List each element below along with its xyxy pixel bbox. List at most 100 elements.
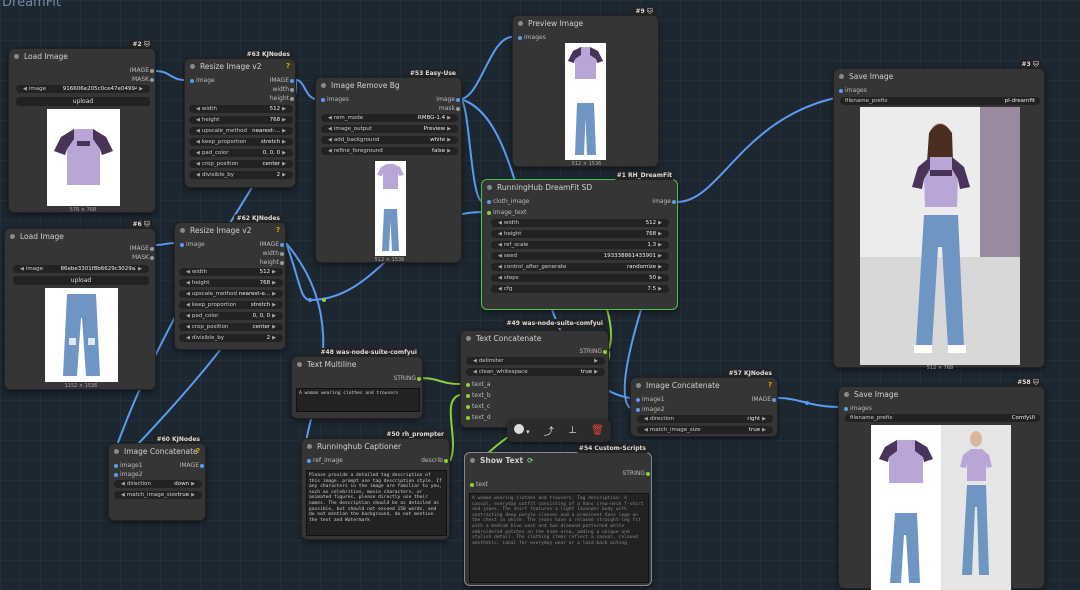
arrow-left-icon[interactable]: ◀ bbox=[473, 358, 477, 364]
arrow-left-icon[interactable]: ◀ bbox=[186, 324, 190, 330]
node-header[interactable]: Load Image bbox=[5, 229, 155, 244]
collapse-dot-icon[interactable] bbox=[10, 234, 15, 239]
output-image[interactable]: IMAGE bbox=[179, 462, 205, 469]
arrow-right-icon[interactable]: ▶ bbox=[282, 161, 286, 167]
node-header[interactable]: Image Remove Bg bbox=[316, 78, 461, 93]
output-string[interactable]: STRING bbox=[393, 375, 421, 382]
input-image1[interactable]: image1 bbox=[636, 396, 665, 403]
arrow-left-icon[interactable]: ◀ bbox=[328, 148, 332, 154]
image-select[interactable]: ◀image86ebe3301f8b6629c3029a263c36...▶ bbox=[13, 265, 149, 273]
input-text-c[interactable]: text_c bbox=[465, 403, 491, 410]
output-image[interactable]: IMAGE bbox=[129, 245, 155, 252]
arrow-left-icon[interactable]: ◀ bbox=[644, 427, 648, 433]
text-editor[interactable]: A woman wearing clothes and trousers bbox=[296, 388, 420, 412]
arrow-right-icon[interactable]: ▶ bbox=[282, 139, 286, 145]
output-mask[interactable]: MASK bbox=[131, 76, 155, 83]
arrow-left-icon[interactable]: ◀ bbox=[196, 150, 200, 156]
arrow-right-icon[interactable]: ▶ bbox=[272, 302, 276, 308]
collapse-dot-icon[interactable] bbox=[466, 336, 471, 341]
arrow-right-icon[interactable]: ▶ bbox=[282, 106, 286, 112]
output-width[interactable]: width bbox=[272, 86, 294, 93]
arrow-left-icon[interactable]: ◀ bbox=[196, 128, 200, 134]
upload-button[interactable]: upload bbox=[16, 97, 150, 106]
arrow-left-icon[interactable]: ◀ bbox=[196, 172, 200, 178]
input-text-d[interactable]: text_d bbox=[466, 414, 491, 421]
input-images[interactable]: images bbox=[518, 34, 546, 41]
input-image[interactable]: image bbox=[190, 77, 215, 84]
arrow-left-icon[interactable]: ◀ bbox=[186, 291, 190, 297]
arrow-right-icon[interactable]: ▶ bbox=[658, 253, 662, 259]
arrow-left-icon[interactable]: ◀ bbox=[328, 115, 332, 121]
node-image-concatenate-1[interactable]: #57 KJNodes ? Image Concatenate image1 i… bbox=[630, 369, 778, 437]
node-show-text[interactable]: #54 Custom-Scripts Show Text⟳ text STRIN… bbox=[464, 444, 652, 586]
arrow-right-icon[interactable]: ▶ bbox=[447, 126, 451, 132]
arrow-left-icon[interactable]: ◀ bbox=[196, 117, 200, 123]
arrow-left-icon[interactable]: ◀ bbox=[644, 416, 648, 422]
collapse-dot-icon[interactable] bbox=[839, 74, 844, 79]
output-image[interactable]: image bbox=[652, 198, 676, 205]
node-header[interactable]: RunningHub DreamFit SD bbox=[482, 180, 677, 195]
arrow-right-icon[interactable]: ▶ bbox=[272, 269, 276, 275]
node-header[interactable]: Preview Image bbox=[513, 16, 658, 31]
input-image-text[interactable]: image_text bbox=[487, 209, 527, 216]
node-header[interactable]: Text Multiline bbox=[292, 357, 422, 372]
arrow-right-icon[interactable]: ▶ bbox=[594, 358, 598, 364]
arrow-left-icon[interactable]: ◀ bbox=[498, 231, 502, 237]
arrow-left-icon[interactable]: ◀ bbox=[498, 275, 502, 281]
output-image[interactable]: IMAGE bbox=[269, 77, 295, 84]
arrow-left-icon[interactable]: ◀ bbox=[196, 161, 200, 167]
output-width[interactable]: width bbox=[262, 250, 284, 257]
output-image[interactable]: IMAGE bbox=[259, 241, 285, 248]
arrow-right-icon[interactable]: ▶ bbox=[658, 220, 662, 226]
help-icon[interactable]: ? bbox=[275, 226, 280, 234]
node-image-remove-bg[interactable]: #53 Easy-Use Image Remove Bg images imag… bbox=[315, 69, 462, 263]
arrow-left-icon[interactable]: ◀ bbox=[186, 335, 190, 341]
input-images[interactable]: images bbox=[321, 96, 349, 103]
arrow-right-icon[interactable]: ▶ bbox=[282, 128, 286, 134]
collapse-dot-icon[interactable] bbox=[190, 64, 195, 69]
arrow-right-icon[interactable]: ▶ bbox=[658, 242, 662, 248]
prompt-editor[interactable]: Please provide a detailed tag descriptio… bbox=[306, 470, 447, 536]
arrow-right-icon[interactable]: ▶ bbox=[658, 231, 662, 237]
arrow-left-icon[interactable]: ◀ bbox=[121, 492, 125, 498]
node-resize-image-2[interactable]: #62 KJNodes ? Resize Image v2 image IMAG… bbox=[174, 214, 286, 350]
collapse-dot-icon[interactable] bbox=[307, 444, 312, 449]
output-string[interactable]: STRING bbox=[622, 470, 650, 477]
arrow-left-icon[interactable]: ◀ bbox=[498, 242, 502, 248]
arrow-right-icon[interactable]: ▶ bbox=[658, 275, 662, 281]
node-header[interactable]: Save Image bbox=[839, 387, 1044, 402]
output-image[interactable]: image bbox=[436, 96, 460, 103]
arrow-right-icon[interactable]: ▶ bbox=[272, 280, 276, 286]
collapse-dot-icon[interactable] bbox=[636, 383, 641, 388]
arrow-right-icon[interactable]: ▶ bbox=[282, 150, 286, 156]
reroute-dot[interactable] bbox=[322, 298, 326, 302]
node-header[interactable]: Image Concatenate bbox=[109, 444, 205, 459]
arrow-right-icon[interactable]: ▶ bbox=[658, 264, 662, 270]
arrow-left-icon[interactable]: ◀ bbox=[186, 313, 190, 319]
node-header[interactable]: Load Image bbox=[9, 49, 155, 64]
pin-icon[interactable]: ⊥ bbox=[568, 425, 577, 436]
help-icon[interactable]: ? bbox=[285, 62, 290, 70]
trash-icon[interactable]: 🗑 bbox=[591, 425, 604, 436]
